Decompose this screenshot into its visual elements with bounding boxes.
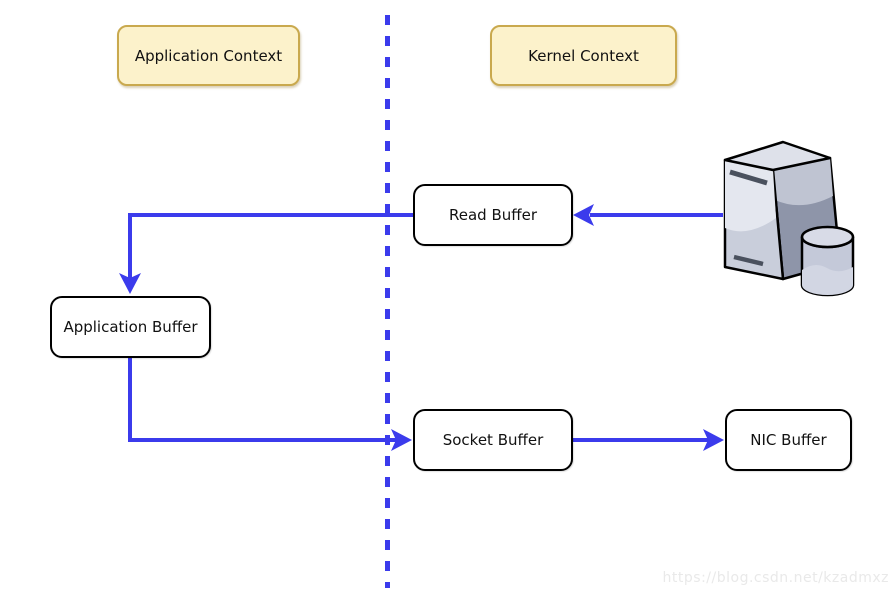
edge-socket-buffer-to-nic-buffer [573,429,724,451]
socket-buffer-node: Socket Buffer [413,409,573,471]
edge-application-buffer-to-socket-buffer [128,358,412,451]
nic-buffer-node: NIC Buffer [725,409,852,471]
database-cylinder [800,225,855,297]
application-context-label: Application Context [117,25,300,86]
server-slot [733,254,764,267]
edge-server-to-read-buffer [573,204,723,226]
watermark-url: https://blog.csdn.net/kzadmxz [662,570,889,586]
application-context-text: Application Context [134,46,283,65]
server-tower [723,140,842,281]
arrowhead-right-icon [391,429,412,451]
nic-buffer-text: NIC Buffer [750,431,827,449]
arrowhead-left-icon [573,204,594,226]
read-buffer-text: Read Buffer [449,206,537,224]
kernel-context-text: Kernel Context [528,46,639,65]
arrowhead-right-icon [703,429,724,451]
server-slot [729,169,768,186]
application-buffer-text: Application Buffer [63,318,198,336]
read-buffer-node: Read Buffer [413,184,573,246]
socket-buffer-text: Socket Buffer [442,431,544,449]
server-database-icon [723,140,855,297]
kernel-context-label: Kernel Context [490,25,677,86]
application-buffer-node: Application Buffer [50,296,211,358]
arrowhead-down-icon [119,273,141,294]
edge-read-buffer-to-application-buffer [119,213,413,294]
